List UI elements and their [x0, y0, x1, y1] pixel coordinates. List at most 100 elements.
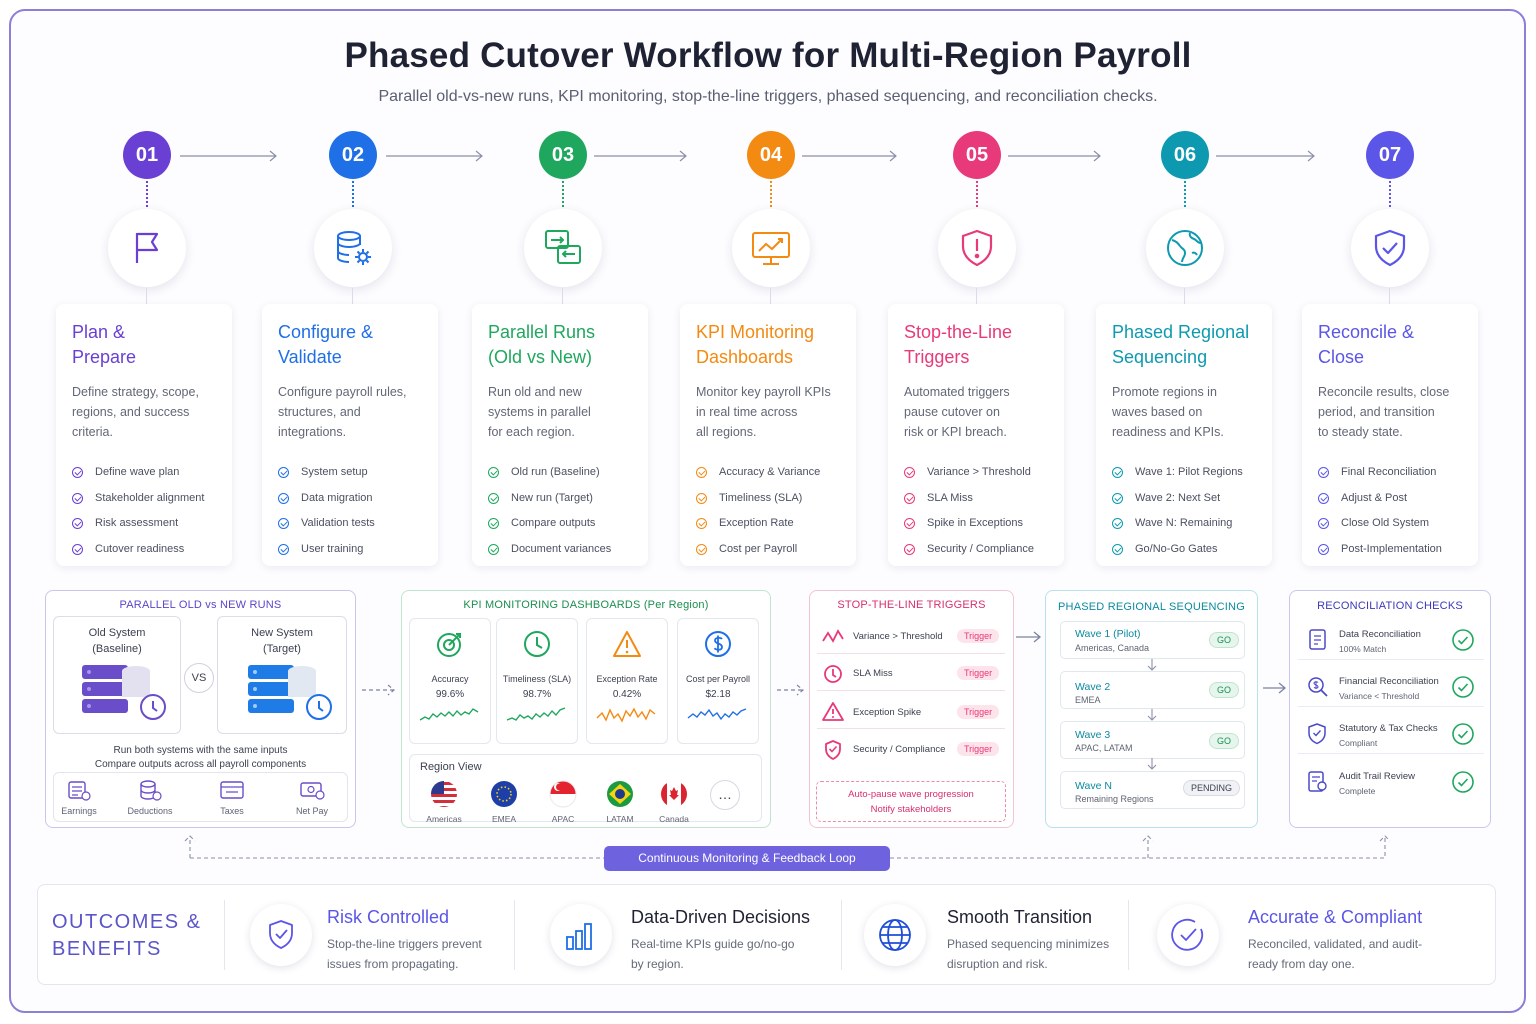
step-desc: criteria.: [72, 425, 113, 439]
shield-icon: [1308, 723, 1326, 745]
step-number-06: 06: [1161, 131, 1209, 179]
eu-flag-icon: [491, 781, 517, 807]
warning-icon: [822, 702, 844, 721]
divider: [1128, 900, 1129, 970]
step-desc: Define strategy, scope,: [72, 385, 199, 399]
singapore-flag-icon: [549, 780, 577, 808]
step-desc: waves based on: [1112, 405, 1203, 419]
page-title: Phased Cutover Workflow for Multi-Region…: [344, 36, 1192, 75]
check-circle-icon: [278, 518, 289, 530]
check-circle-icon: [1157, 904, 1219, 966]
check-circle-icon: [696, 518, 707, 530]
go-badge: GO: [1209, 682, 1240, 698]
outcomes-heading: OUTCOMES &BENEFITS: [52, 911, 202, 960]
go-badge: GO: [1209, 733, 1240, 749]
globe-icon: [1146, 209, 1224, 287]
checklist-item: System setup: [278, 460, 424, 486]
document-icon: [1309, 629, 1326, 650]
step-title: (Old vs New): [488, 347, 593, 367]
kpi-tile-timeliness: Timeliness (SLA) 98.7%: [496, 618, 578, 744]
step-desc: integrations.: [278, 425, 347, 439]
check-circle-icon: [488, 543, 499, 555]
trigger-badge: Trigger: [957, 705, 1000, 719]
step-connector: [1184, 181, 1186, 207]
flow-arrow: [777, 684, 804, 696]
check-circle-icon: [72, 518, 83, 530]
checklist-item: User training: [278, 537, 424, 563]
check-circle-icon: [1318, 492, 1329, 504]
trigger-row-sla: SLA Miss Trigger: [817, 657, 1005, 691]
step-card-plan: Plan &Prepare Define strategy, scope,reg…: [56, 304, 232, 566]
shield-check-icon: [825, 740, 841, 760]
target-icon: [437, 633, 461, 657]
kpi-tile-exception-rate: Exception Rate 0.42%: [586, 618, 668, 744]
check-circle-icon: [1318, 543, 1329, 555]
region-apac[interactable]: APAC: [541, 779, 585, 824]
trigger-badge: Trigger: [957, 666, 1000, 680]
check-circle-icon: [72, 492, 83, 504]
step-desc: pause cutover on: [904, 405, 1000, 419]
recon-row-audit: Audit Trail Review Complete: [1298, 762, 1484, 802]
clock-icon: [524, 631, 550, 657]
step-connector: [562, 181, 564, 207]
sparkline: [687, 708, 747, 721]
check-circle-icon: [488, 518, 499, 530]
region-emea[interactable]: EMEA: [482, 779, 526, 824]
step-card-reconcile: Reconcile &Close Reconcile results, clos…: [1302, 304, 1478, 566]
step-card-configure: Configure &Validate Configure payroll ru…: [262, 304, 438, 566]
checklist-item: Post-Implementation: [1318, 537, 1464, 563]
globe-icon: [864, 904, 926, 966]
check-circle-icon: [904, 543, 915, 555]
check-circle-icon: [488, 492, 499, 504]
step-title: Phased Regional: [1112, 322, 1250, 342]
financial-search-icon: [1308, 677, 1328, 697]
checklist-item: Validation tests: [278, 511, 424, 537]
panel-title: STOP-THE-LINE TRIGGERS: [837, 599, 986, 611]
checklist-item: Accuracy & Variance: [696, 460, 842, 486]
step-desc: in real time across: [696, 405, 798, 419]
deductions-icon: [140, 780, 162, 801]
region-canada[interactable]: Canada: [652, 779, 696, 824]
check-circle-icon: [72, 467, 83, 479]
check-circle-icon: [278, 467, 289, 479]
trigger-row-exception: Exception Spike Trigger: [817, 695, 1005, 729]
shield-check-icon: [250, 904, 312, 966]
region-americas[interactable]: Americas: [422, 779, 466, 824]
checklist-item: Adjust & Post: [1318, 486, 1464, 512]
step-title: Reconcile &: [1318, 322, 1415, 342]
check-circle-icon: [1452, 676, 1474, 698]
brazil-flag-icon: [607, 781, 633, 807]
checklist-item: Define wave plan: [72, 460, 218, 486]
kpi-value: $2.18: [705, 689, 731, 700]
trigger-badge: Trigger: [957, 629, 1000, 643]
step-desc: Automated triggers: [904, 385, 1010, 399]
region-view-title: Region View: [420, 761, 482, 773]
region-latam[interactable]: LATAM: [598, 779, 642, 824]
step-title: Sequencing: [1112, 347, 1208, 367]
step-stem: [976, 288, 977, 304]
trigger-badge: Trigger: [957, 742, 1000, 756]
step-desc: Configure payroll rules,: [278, 385, 407, 399]
check-circle-icon: [278, 492, 289, 504]
step-desc: regions, and success: [72, 405, 190, 419]
kpi-tile-accuracy: Accuracy 99.6%: [409, 618, 491, 744]
dollar-icon: [705, 631, 731, 657]
kpi-value: 0.42%: [612, 689, 642, 700]
step-desc: structures, and: [278, 405, 361, 419]
step-desc: period, and transition: [1318, 405, 1435, 419]
check-circle-icon: [696, 467, 707, 479]
step-title: Stop-the-Line: [904, 322, 1013, 342]
go-badge: GO: [1209, 632, 1240, 648]
outcome-title: Risk Controlled: [327, 907, 450, 927]
check-circle-icon: [1452, 771, 1474, 793]
step-title: KPI Monitoring: [696, 322, 815, 342]
canada-flag-icon: [661, 781, 687, 807]
more-regions-button[interactable]: …: [710, 780, 740, 810]
check-circle-icon: [72, 543, 83, 555]
checklist-item: SLA Miss: [904, 486, 1050, 512]
step-title: Close: [1318, 347, 1365, 367]
kpi-value: 98.7%: [522, 689, 552, 700]
shield-check-icon: [1351, 209, 1429, 287]
step-connector: [1389, 181, 1391, 207]
recon-row-financial: Financial Reconciliation Variance < Thre…: [1298, 667, 1484, 707]
